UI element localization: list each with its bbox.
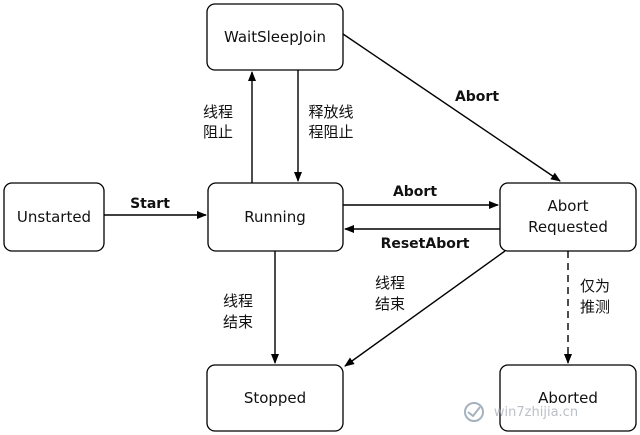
state-label-abort-requested-line1: Abort — [547, 197, 588, 215]
watermark-text: win7zhijia.cn — [494, 405, 578, 420]
edge-label-release-block-line1: 释放线 — [308, 103, 353, 121]
edge-label-thread-end-right-line1: 线程 — [375, 274, 405, 292]
state-label-waitsleepjoin: WaitSleepJoin — [224, 28, 326, 46]
edge-label-thread-block-line2: 阻止 — [203, 123, 233, 141]
edge-label-start: Start — [130, 196, 170, 212]
state-label-abort-requested-line2: Requested — [528, 218, 608, 236]
watermark-logo-icon — [464, 402, 484, 422]
edge-label-reset-abort: ResetAbort — [381, 236, 470, 252]
state-label-running: Running — [244, 208, 305, 226]
state-label-unstarted: Unstarted — [17, 208, 91, 226]
edge-label-thread-end-right-line2: 结束 — [375, 295, 405, 313]
edge-label-speculative-line2: 推测 — [580, 298, 610, 316]
state-waitsleepjoin: WaitSleepJoin — [206, 3, 344, 71]
edge-label-abort-top: Abort — [455, 89, 499, 105]
state-unstarted: Unstarted — [3, 182, 105, 252]
edge-thread-end-right-arrow — [344, 250, 506, 367]
state-abort-requested: Abort Requested — [499, 182, 637, 252]
state-stopped: Stopped — [206, 364, 344, 432]
edge-label-speculative-line1: 仅为 — [580, 277, 610, 295]
watermark-logo-mark — [467, 406, 481, 418]
edge-label-thread-end-left-line2: 结束 — [223, 313, 253, 331]
edge-label-release-block-line2: 程阻止 — [308, 123, 353, 141]
state-label-aborted: Aborted — [538, 389, 598, 407]
edge-abort-top-arrow — [342, 33, 561, 182]
state-label-stopped: Stopped — [244, 389, 306, 407]
state-aborted: Aborted — [499, 364, 637, 432]
watermark: win7zhijia.cn — [464, 402, 578, 422]
edge-label-thread-end-left-line1: 线程 — [223, 292, 253, 310]
edge-label-thread-block-line1: 线程 — [203, 103, 233, 121]
edge-label-abort-mid: Abort — [393, 184, 437, 200]
state-running: Running — [207, 182, 344, 252]
